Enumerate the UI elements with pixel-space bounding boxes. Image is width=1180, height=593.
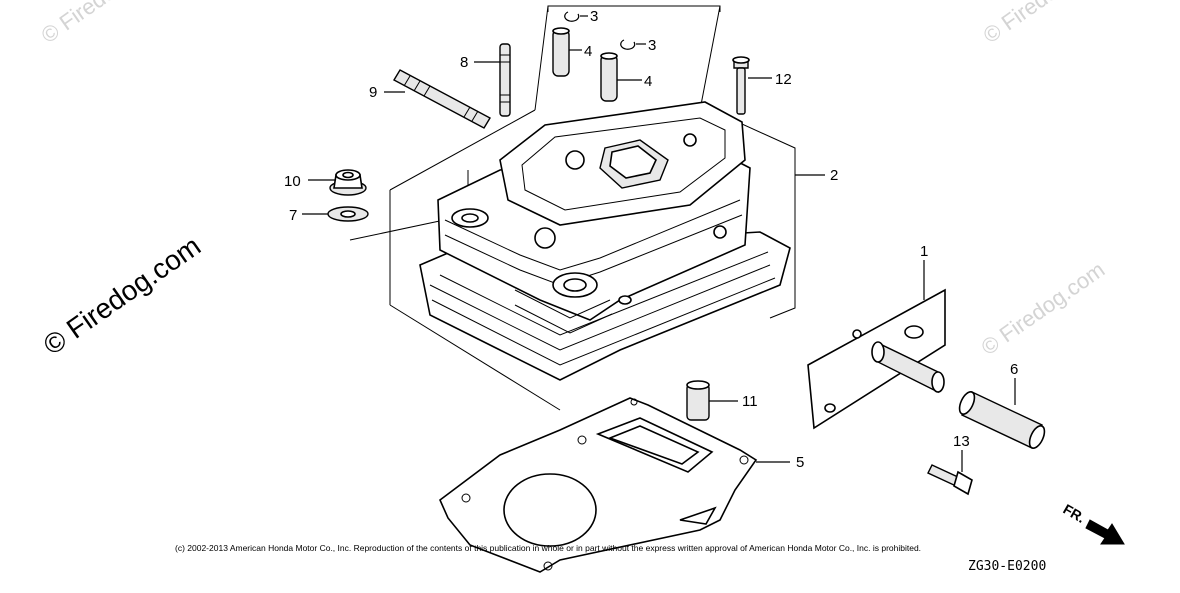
diagram-code: ZG30-E0200 <box>968 559 1046 574</box>
assembly-guide-lines <box>349 5 796 411</box>
part-7-washer <box>327 206 369 222</box>
callout-3-lower: 3 <box>648 37 656 54</box>
cylinder-head <box>419 101 791 381</box>
callout-5: 5 <box>796 454 804 471</box>
callout-8: 8 <box>460 54 468 71</box>
callout-7: 7 <box>289 207 297 224</box>
callout-6: 6 <box>1010 361 1018 378</box>
part-11-dowel-pin <box>686 380 710 421</box>
part-13-flange-bolt <box>927 464 973 496</box>
callout-12: 12 <box>775 71 792 88</box>
part-10-flange-nut <box>329 169 367 196</box>
watermark-top-left: © Firedog <box>37 0 131 48</box>
part-4-valve-guide-a <box>552 27 570 77</box>
callout-11: 11 <box>742 393 758 410</box>
part-3-clip-a <box>564 11 580 22</box>
part-3-clip-b <box>620 39 636 50</box>
part-9-stud <box>393 69 491 129</box>
part-1-plate-assembly <box>807 288 946 430</box>
callout-9: 9 <box>369 84 377 101</box>
copyright-notice: (c) 2002-2013 American Honda Motor Co., … <box>175 543 921 553</box>
callout-4-upper: 4 <box>584 43 592 60</box>
watermark-left-large: © Firedog.com <box>38 230 207 361</box>
watermark-right-mid: © Firedog.com <box>977 257 1110 360</box>
callout-1: 1 <box>920 243 928 260</box>
callout-4-lower: 4 <box>644 73 652 90</box>
front-arrow-icon <box>1085 519 1125 545</box>
callout-13: 13 <box>953 433 970 450</box>
watermark-top-right: © Firedog <box>979 0 1073 48</box>
leader-lines <box>302 15 1016 472</box>
part-6-collar <box>958 391 1046 449</box>
front-direction-indicator: FR. <box>1061 501 1125 545</box>
callout-3-upper: 3 <box>590 8 598 25</box>
part-8-stud <box>499 43 511 117</box>
part-12-flange-bolt <box>732 56 750 115</box>
part-4-valve-guide-b <box>600 52 618 102</box>
callout-2: 2 <box>830 167 838 184</box>
callout-10: 10 <box>284 173 301 190</box>
part-5-head-gasket <box>439 397 758 573</box>
front-direction-label: FR. <box>1061 501 1089 526</box>
